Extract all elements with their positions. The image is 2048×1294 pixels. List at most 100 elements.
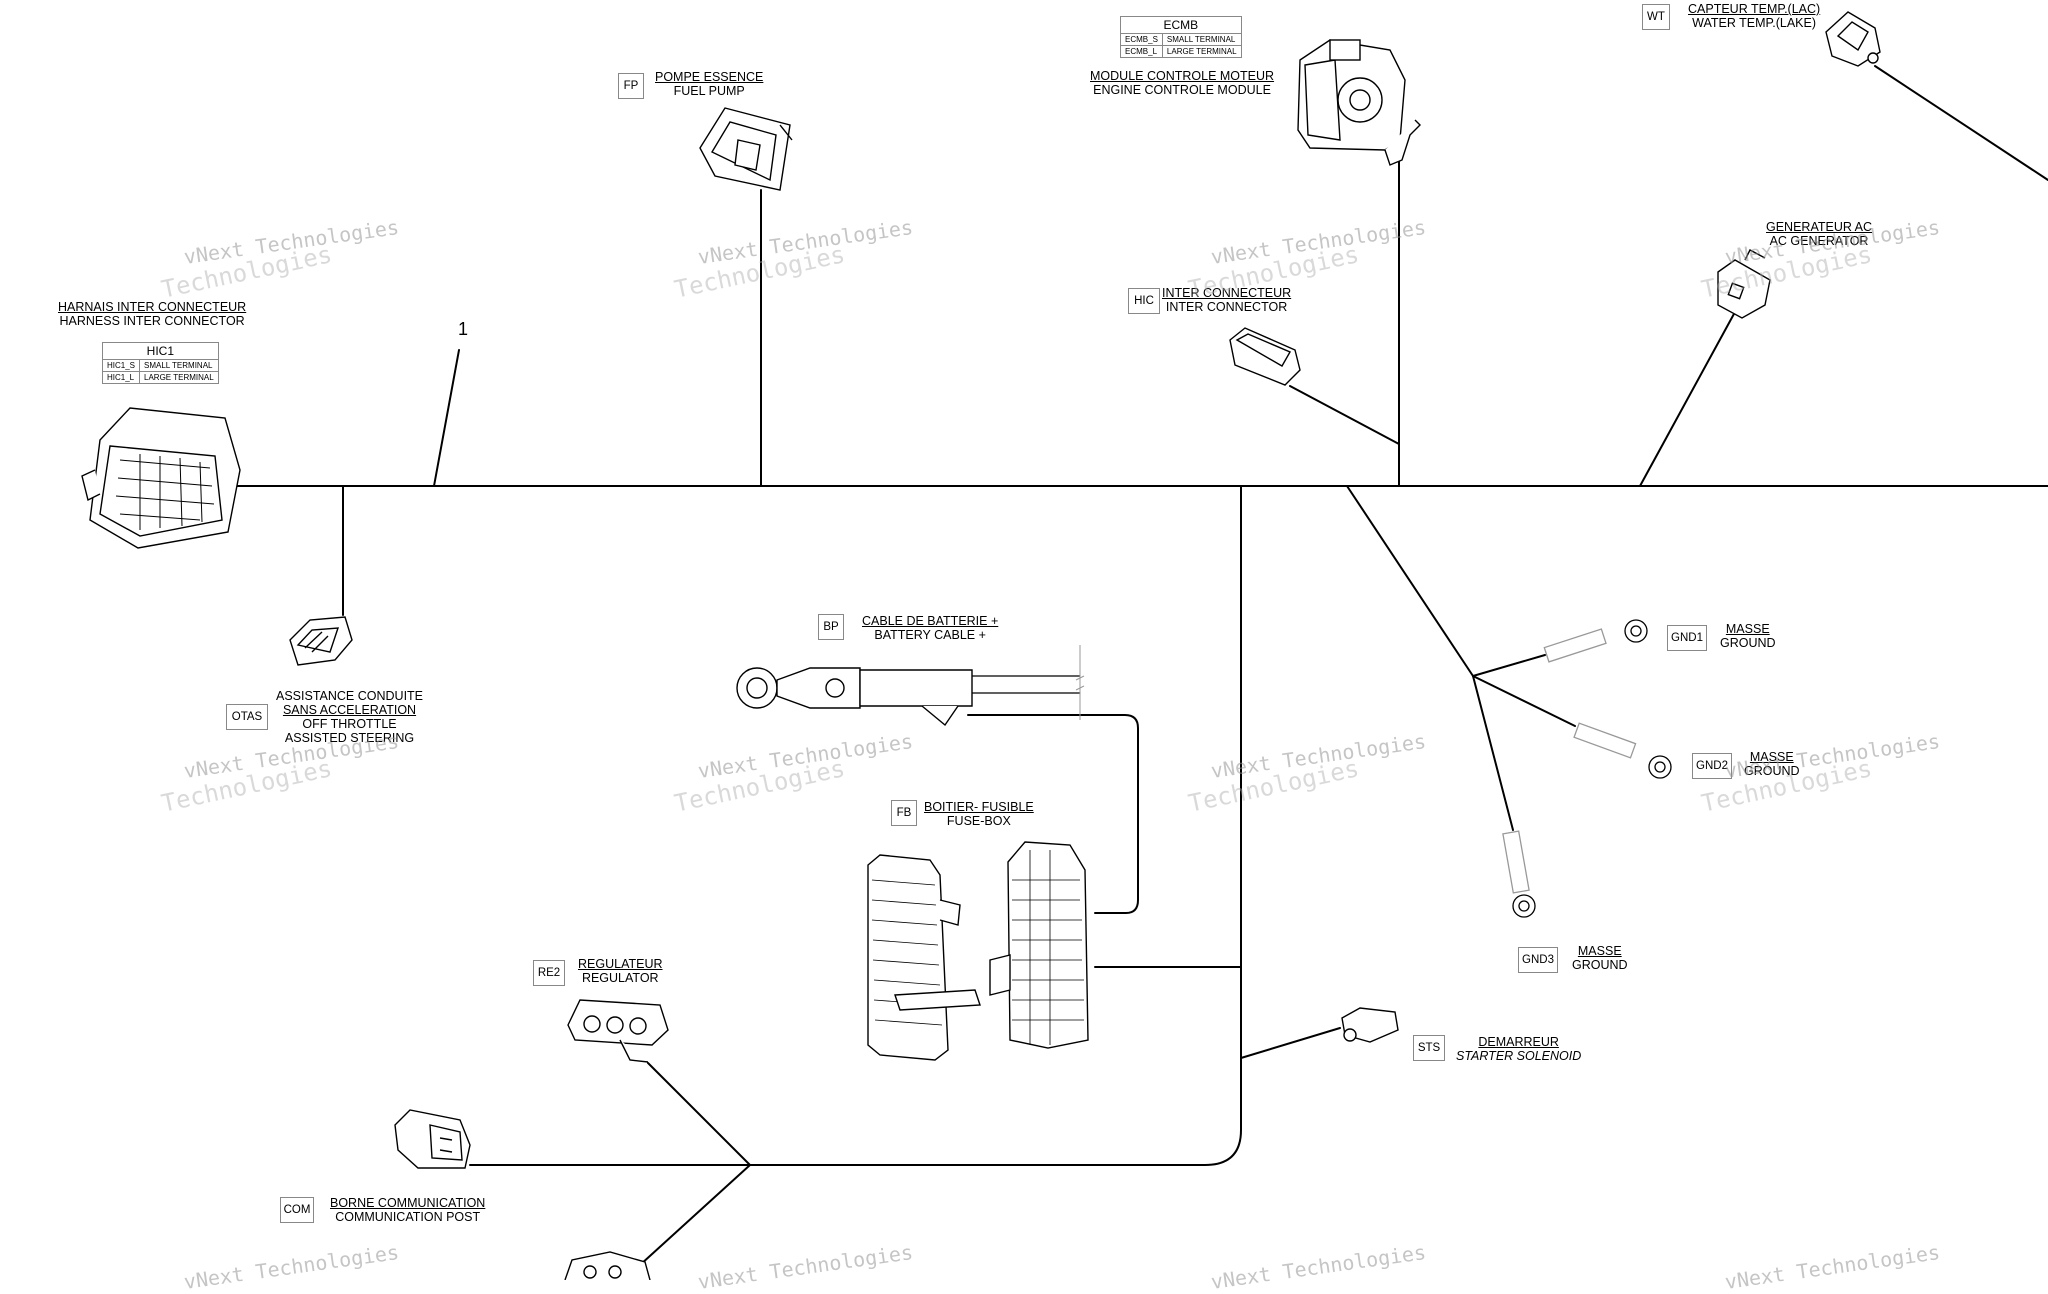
lower-connector-drawing	[564, 1251, 651, 1280]
hic-code: HIC	[1128, 288, 1160, 314]
lower-connector-branch	[639, 1164, 751, 1266]
otas-code: OTAS	[226, 704, 268, 730]
bp-fr: CABLE DE BATTERIE +	[862, 614, 999, 628]
gnd1-label: MASSE GROUND	[1720, 622, 1776, 650]
callout-1-leader	[433, 349, 460, 487]
ground-branch-root	[1346, 485, 1474, 677]
gnd3-label: MASSE GROUND	[1572, 944, 1628, 972]
sts-fr: DEMARREUR	[1478, 1035, 1559, 1049]
starter-branch	[1240, 1027, 1341, 1059]
otas-label: ASSISTANCE CONDUITE SANS ACCELERATION OF…	[276, 689, 423, 745]
fb-fr: BOITIER- FUSIBLE	[924, 800, 1034, 814]
fp-en: FUEL PUMP	[673, 84, 745, 98]
battery-ring-terminal	[736, 667, 973, 727]
wt-code: WT	[1642, 4, 1670, 30]
sts-code: STS	[1413, 1035, 1445, 1061]
gnd2-en: GROUND	[1744, 764, 1800, 778]
wt-fr: CAPTEUR TEMP.(LAC)	[1688, 2, 1821, 16]
re2-en: REGULATOR	[581, 971, 659, 985]
wt-en: WATER TEMP.(LAKE)	[1692, 16, 1817, 30]
lower-loop-branch	[749, 485, 1242, 1166]
ecmb-en: ENGINE CONTROLE MODULE	[1093, 83, 1271, 97]
ecmb-row-2-desc: LARGE TERMINAL	[1161, 45, 1242, 58]
regulator-connector-drawing	[567, 999, 669, 1063]
otas-fr-2: SANS ACCELERATION	[282, 703, 417, 717]
hic1-table-title: HIC1	[102, 342, 219, 360]
ecmb-row-2-code: ECMB_L	[1120, 45, 1163, 58]
ecmb-row-1-desc: SMALL TERMINAL	[1161, 33, 1242, 46]
fb-label: BOITIER- FUSIBLE FUSE-BOX	[924, 800, 1034, 828]
ecm-connector-drawing	[1297, 39, 1421, 166]
bp-en: BATTERY CABLE +	[874, 628, 986, 642]
gnd3-en: GROUND	[1572, 958, 1628, 972]
gnd3-terminal	[1502, 830, 1536, 918]
gnd2-fr: MASSE	[1749, 750, 1794, 764]
battery-cable-wire	[971, 675, 1081, 694]
callout-1: 1	[458, 319, 469, 339]
starter-connector-drawing	[1341, 1007, 1399, 1043]
ac-label: GENERATEUR AC AC GENERATOR	[1766, 220, 1872, 248]
bp-label: CABLE DE BATTERIE + BATTERY CABLE +	[862, 614, 998, 642]
ac-fr: GENERATEUR AC	[1766, 220, 1873, 234]
gnd2-terminal	[1573, 722, 1672, 779]
hic1-fr: HARNAIS INTER CONNECTEUR	[58, 300, 247, 314]
battery-cable-cut	[1075, 645, 1085, 720]
gnd2-label: MASSE GROUND	[1744, 750, 1800, 778]
gnd1-branch	[1472, 654, 1546, 677]
fuel-pump-connector-drawing	[699, 107, 793, 191]
re2-fr: REGULATEUR	[578, 957, 663, 971]
com-fr: BORNE COMMUNICATION	[330, 1196, 486, 1210]
com-code: COM	[280, 1197, 314, 1223]
hic1-row-2-code: HIC1_L	[101, 371, 141, 384]
hic1-en: HARNESS INTER CONNECTOR	[59, 314, 245, 328]
ac-en: AC GENERATOR	[1769, 234, 1869, 248]
gnd2-branch	[1472, 675, 1576, 727]
battery-cable-branch	[967, 714, 1139, 914]
hic1-connector-drawing	[81, 407, 241, 549]
hic1-row-1-desc: SMALL TERMINAL	[139, 359, 219, 372]
re2-code: RE2	[533, 960, 565, 986]
gnd3-code: GND3	[1518, 947, 1558, 973]
com-label: BORNE COMMUNICATION COMMUNICATION POST	[330, 1196, 485, 1224]
re2-label: REGULATEUR REGULATOR	[578, 957, 663, 985]
ac-generator-branch	[1639, 311, 1736, 487]
hic1-row-1-code: HIC1_S	[101, 359, 141, 372]
otas-connector-drawing	[289, 616, 353, 666]
sts-en: STARTER SOLENOID	[1456, 1049, 1582, 1063]
gnd1-terminal	[1543, 619, 1648, 663]
hic1-label: HARNAIS INTER CONNECTEUR HARNESS INTER C…	[58, 300, 246, 328]
gnd3-branch	[1472, 675, 1514, 831]
gnd1-en: GROUND	[1720, 636, 1776, 650]
ecmb-label: MODULE CONTROLE MOTEUR ENGINE CONTROLE M…	[1090, 69, 1274, 97]
fp-code: FP	[618, 73, 644, 99]
ecmb-table-title: ECMB	[1120, 16, 1242, 34]
bp-code: BP	[818, 614, 844, 640]
regulator-branch	[647, 1062, 751, 1166]
gnd3-fr: MASSE	[1577, 944, 1622, 958]
sts-label: DEMARREUR STARTER SOLENOID	[1456, 1035, 1581, 1063]
ecmb-fr: MODULE CONTROLE MOTEUR	[1090, 69, 1275, 83]
otas-en-1: OFF THROTTLE	[302, 717, 397, 731]
fb-en: FUSE-BOX	[946, 814, 1011, 828]
gnd1-fr: MASSE	[1725, 622, 1770, 636]
fp-label: POMPE ESSENCE FUEL PUMP	[655, 70, 763, 98]
otas-en-2: ASSISTED STEERING	[284, 731, 415, 745]
ac-generator-connector-drawing	[1717, 249, 1771, 319]
fb-code: FB	[891, 800, 917, 826]
water-temp-branch	[1874, 65, 2048, 181]
fuse-box-drawing	[867, 841, 1089, 1061]
inter-connector-drawing	[1229, 327, 1301, 386]
wt-label: CAPTEUR TEMP.(LAC) WATER TEMP.(LAKE)	[1688, 2, 1820, 30]
otas-fr-1: ASSISTANCE CONDUITE	[276, 689, 424, 703]
ecmb-row-1-code: ECMB_S	[1120, 33, 1163, 46]
com-en: COMMUNICATION POST	[335, 1210, 481, 1224]
gnd2-code: GND2	[1692, 753, 1732, 779]
gnd1-code: GND1	[1667, 625, 1707, 651]
hic-en: INTER CONNECTOR	[1165, 300, 1288, 314]
water-temp-sensor-drawing	[1825, 11, 1881, 67]
inter-connector-branch	[1289, 385, 1400, 445]
fp-fr: POMPE ESSENCE	[655, 70, 764, 84]
hic-label: INTER CONNECTEUR INTER CONNECTOR	[1162, 286, 1291, 314]
